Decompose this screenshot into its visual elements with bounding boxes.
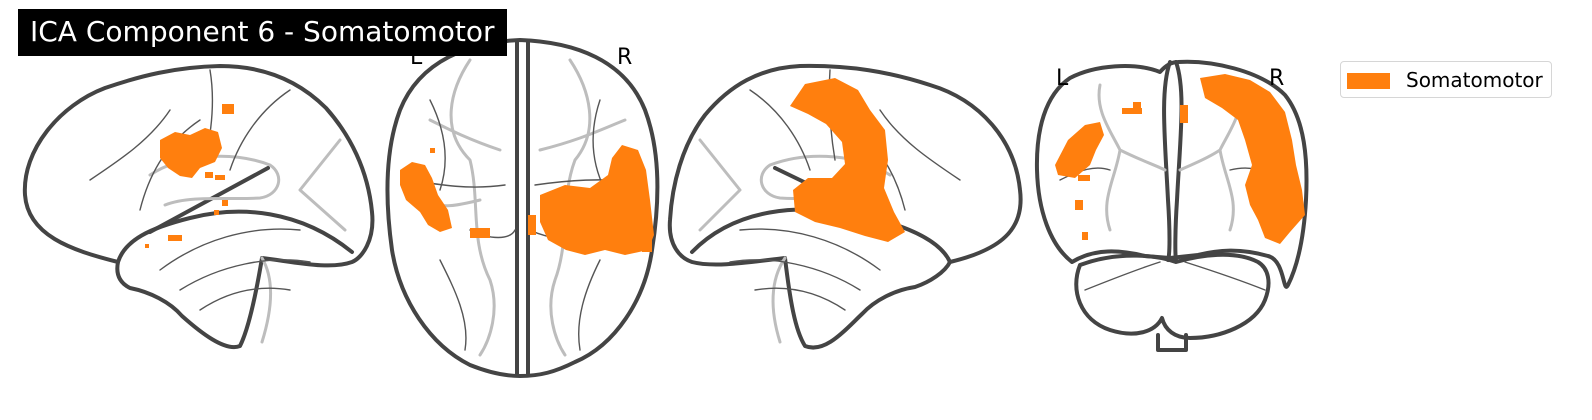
coronal-left-label: L (1056, 66, 1069, 91)
legend-swatch (1347, 73, 1390, 89)
brain-outline (1034, 59, 1309, 289)
brain-outline (667, 63, 1023, 350)
activation-cluster (145, 104, 234, 248)
brain-outline (385, 38, 660, 378)
sulcus (1059, 167, 1286, 291)
brainstem-outline (771, 256, 787, 344)
sagittal-view-right (667, 63, 1023, 350)
activation-cluster (790, 78, 905, 242)
brainstem-outline (260, 256, 273, 344)
deep-structures (1097, 83, 1243, 232)
midline (515, 40, 530, 376)
temporal-lobe-outline (116, 209, 354, 264)
coronal-view (1034, 59, 1309, 352)
brainstem-outline (1156, 333, 1188, 352)
legend: Somatomotor (1340, 61, 1552, 98)
activation-cluster (400, 145, 654, 255)
brain-outline (22, 64, 375, 350)
sulcus (89, 69, 311, 311)
coronal-right-label: R (1269, 66, 1285, 91)
cerebellum-outline (1074, 252, 1271, 340)
axial-left-label: L (410, 45, 423, 70)
sagittal-view-left (22, 64, 375, 350)
legend-label: Somatomotor (1406, 68, 1543, 92)
axial-view (385, 38, 660, 378)
figure-title: ICA Component 6 - Somatomotor (18, 9, 507, 56)
axial-right-label: R (617, 45, 633, 70)
midline (1162, 60, 1184, 262)
activation-cluster (1055, 74, 1305, 244)
sulcus (409, 99, 641, 351)
